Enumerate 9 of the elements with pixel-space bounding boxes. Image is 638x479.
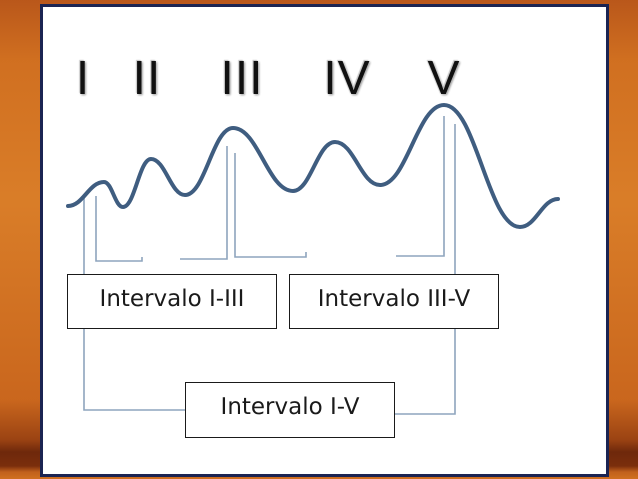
interval-box: Intervalo I-V	[185, 382, 395, 438]
peak-label: II	[132, 55, 162, 103]
peak-label: V	[428, 55, 460, 103]
peak-label: I	[76, 55, 90, 103]
peak-label: III	[220, 55, 264, 103]
interval-box: Intervalo III-V	[289, 274, 499, 329]
waveform-line	[66, 103, 560, 229]
interval-box: Intervalo I-III	[67, 274, 277, 329]
peak-label: IV	[323, 55, 371, 103]
